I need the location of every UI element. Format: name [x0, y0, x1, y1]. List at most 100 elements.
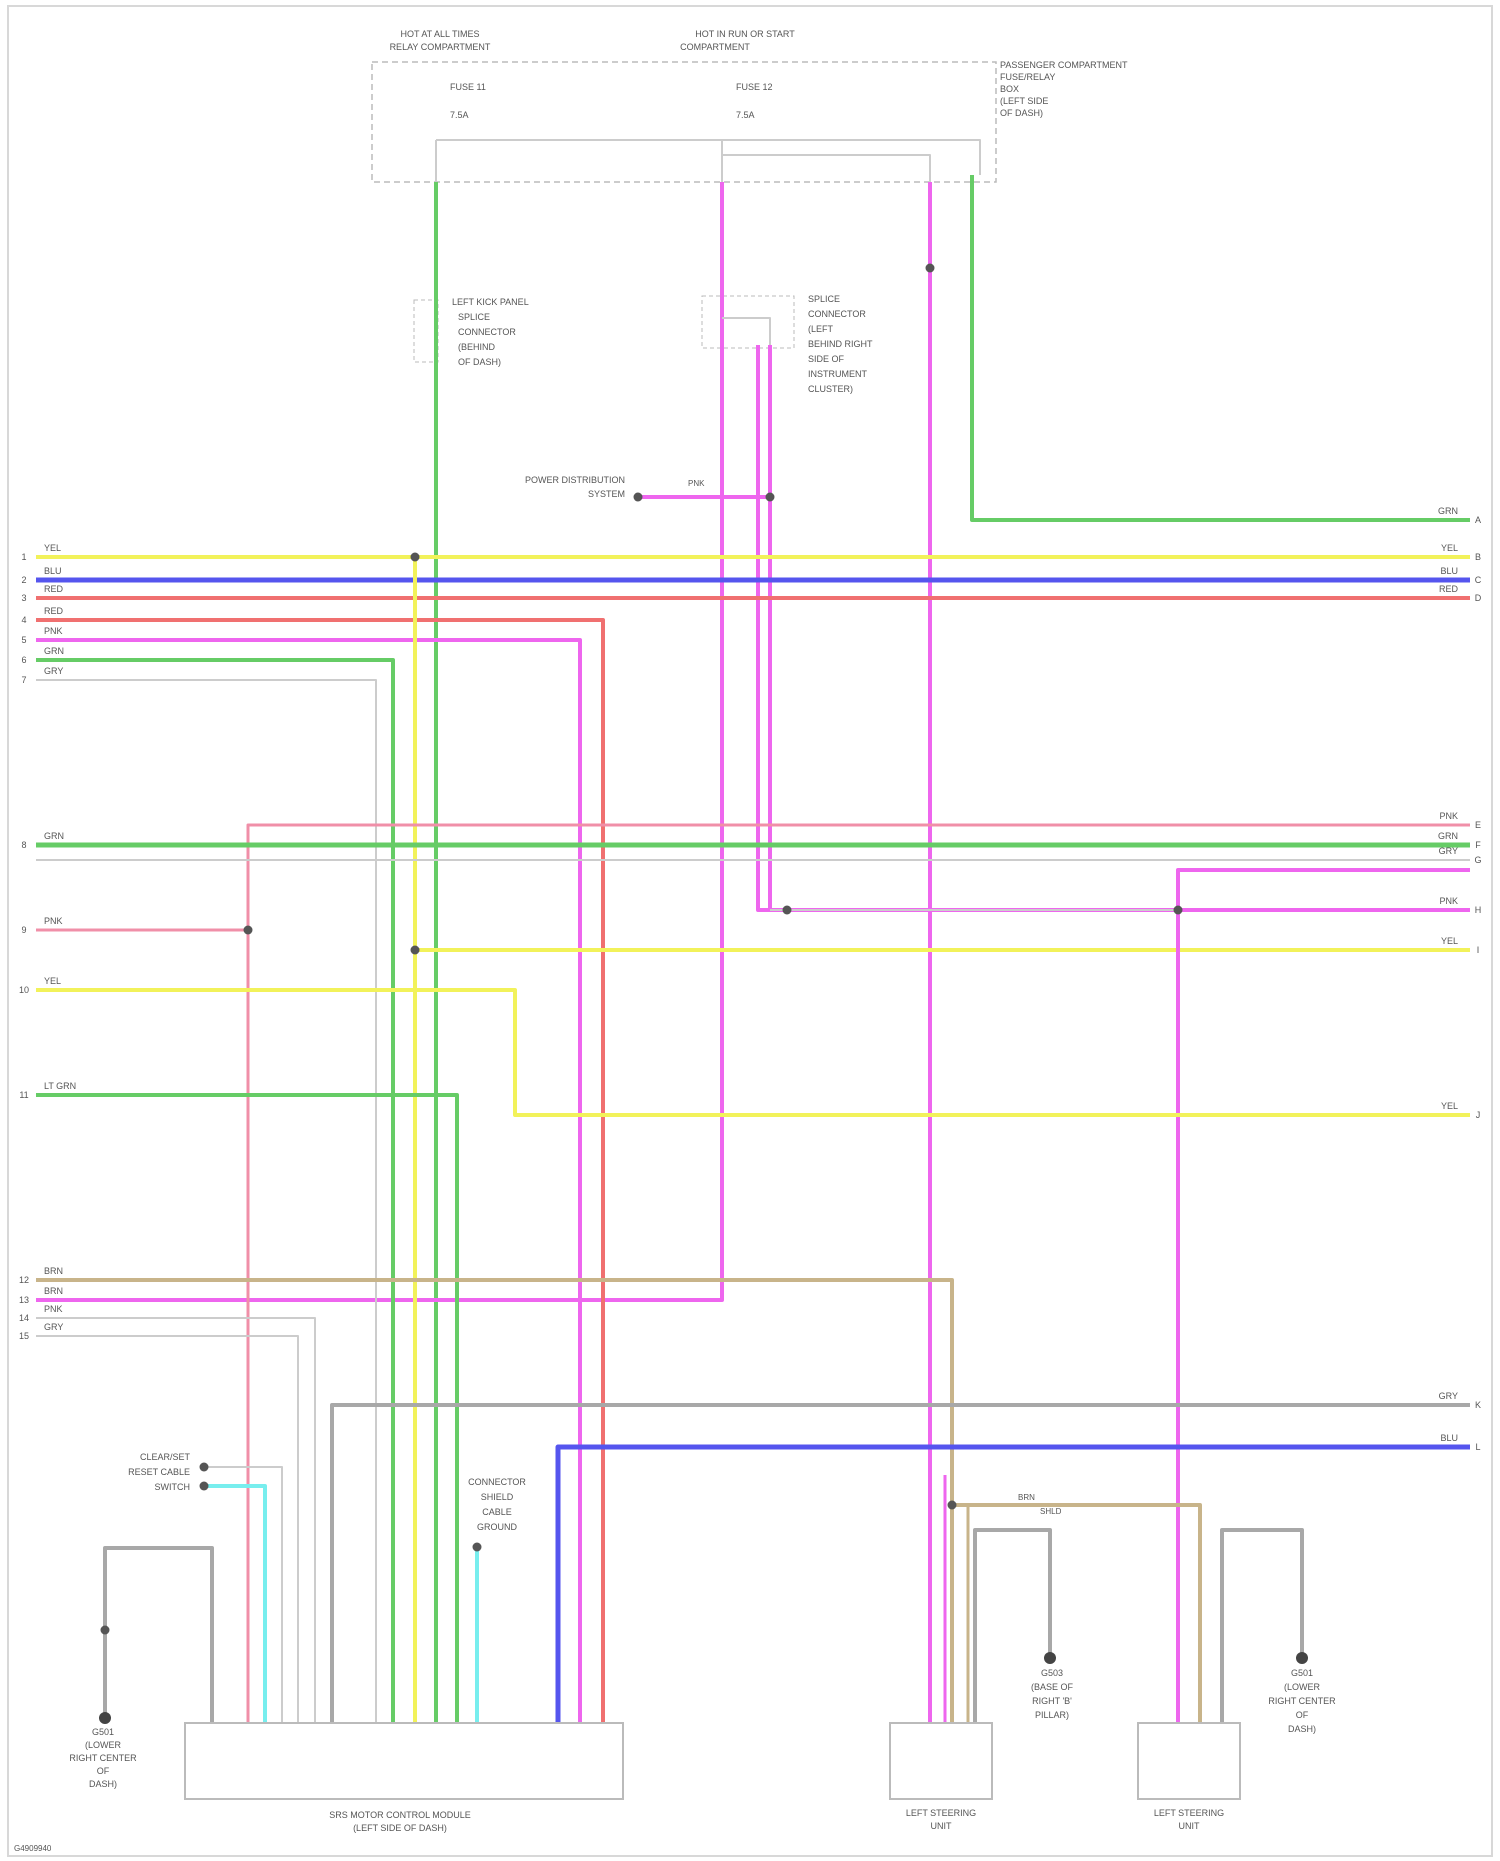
left-pin-number: 5: [21, 635, 26, 645]
right-pin-wire-color: PNK: [1439, 811, 1458, 821]
left-pin-labels: 1YEL2BLU3RED4RED5PNK6GRN7GRY8GRN9PNK10YE…: [19, 543, 76, 1341]
left-pin-number: 15: [19, 1331, 29, 1341]
ground-3-label-line: OF: [1296, 1710, 1309, 1720]
diagram-id: G4909940: [14, 1844, 52, 1853]
fuse-block-right-title: HOT IN RUN OR START: [695, 29, 795, 39]
left-pin-wire-color: RED: [44, 606, 64, 616]
switch-input-label-line: RESET CABLE: [128, 1467, 190, 1477]
shield-ground-label-line: CABLE: [482, 1507, 512, 1517]
magenta-drop-wire: [36, 640, 580, 1722]
left-splice-label-line: OF DASH): [458, 357, 501, 367]
pink-loop-wire: [248, 825, 1470, 1722]
left-pin-wire-color: GRN: [44, 646, 64, 656]
fuse-left-rating: 7.5A: [450, 110, 469, 120]
ignition-label-line: SYSTEM: [588, 489, 625, 499]
right-pin-letter: I: [1477, 945, 1480, 955]
gray-lower-wire: [36, 1318, 315, 1722]
left-pin-wire-color: GRN: [44, 831, 64, 841]
right-pin-letter: H: [1475, 905, 1482, 915]
ground-3-label-line: G501: [1291, 1668, 1313, 1678]
left-pin-wire-color: PNK: [44, 626, 63, 636]
magenta-main-riser: [36, 182, 722, 1300]
right-pin-wire-color: GRY: [1439, 1391, 1458, 1401]
fuse-box-label-line: FUSE/RELAY: [1000, 72, 1055, 82]
left-ground-label: G501 (LOWER RIGHT CENTER OF DASH): [69, 1727, 137, 1789]
right-steering-unit-label-line: UNIT: [1179, 1821, 1200, 1831]
right-splice-label-line: CONNECTOR: [808, 309, 866, 319]
right-splice-label-line: SIDE OF: [808, 354, 845, 364]
left-steering-unit-label-line: UNIT: [931, 1821, 952, 1831]
left-pin-number: 8: [21, 840, 26, 850]
right-pin-letter: B: [1475, 552, 1481, 562]
left-ground-label-line: DASH): [89, 1779, 117, 1789]
right-pin-wire-color: RED: [1439, 584, 1459, 594]
tan-unit-wire: [952, 1505, 1200, 1722]
switch-wire: [204, 1467, 282, 1722]
left-pin-wire-color: BLU: [44, 566, 62, 576]
left-pin-wire-color: PNK: [44, 1304, 63, 1314]
left-pin-number: 14: [19, 1313, 29, 1323]
fuse-block-outline: [372, 62, 996, 182]
ground-3-label-line: RIGHT CENTER: [1268, 1696, 1336, 1706]
splice-dot: [411, 946, 420, 955]
fuse-block-left-title: HOT AT ALL TIMES: [400, 29, 479, 39]
left-pin-wire-color: GRY: [44, 1322, 63, 1332]
left-ground-label-line: OF: [97, 1766, 110, 1776]
splice-dot: [473, 1543, 482, 1552]
splice-dot: [1174, 906, 1183, 915]
left-ground-label-line: (LOWER: [85, 1740, 122, 1750]
ground-symbol: [1296, 1652, 1308, 1664]
splice-dot: [101, 1626, 110, 1635]
fuse-box-label-line: PASSENGER COMPARTMENT: [1000, 60, 1128, 70]
shield-ground-label: CONNECTOR SHIELD CABLE GROUND: [468, 1477, 526, 1532]
shield-wire-label: SHLD: [1040, 1507, 1062, 1516]
left-pin-wire-color: GRY: [44, 666, 63, 676]
left-pin-number: 4: [21, 615, 26, 625]
green-feed-wire-a: [972, 175, 1470, 520]
gray-ground-2-wire: [975, 1530, 1050, 1722]
ground-2-label-line: RIGHT 'B': [1032, 1696, 1072, 1706]
left-pin-number: 7: [21, 675, 26, 685]
fuse-box-label-line: (LEFT SIDE: [1000, 96, 1048, 106]
right-pin-letter: F: [1475, 840, 1481, 850]
right-pin-letter: G: [1474, 855, 1481, 865]
splice-dot: [783, 906, 792, 915]
switch-input-label-line: CLEAR/SET: [140, 1452, 191, 1462]
fuse-bus-wire: [436, 140, 980, 175]
right-steering-unit-label-line: LEFT STEERING: [1154, 1808, 1224, 1818]
right-pin-wire-color: BLU: [1440, 1433, 1458, 1443]
left-splice-label-line: LEFT KICK PANEL: [452, 297, 529, 307]
right-pin-letter: K: [1475, 1400, 1481, 1410]
left-ground-label-line: RIGHT CENTER: [69, 1753, 137, 1763]
right-splice-label-line: CLUSTER): [808, 384, 853, 394]
fuse-right-rating: 7.5A: [736, 110, 755, 120]
ignition-label-line: POWER DISTRIBUTION: [525, 475, 625, 485]
left-steering-unit-body: [890, 1723, 992, 1799]
ignition-wire-label: PNK: [688, 479, 705, 488]
left-splice-label-line: SPLICE: [458, 312, 490, 322]
fuse-box-label: PASSENGER COMPARTMENT FUSE/RELAY BOX (LE…: [1000, 60, 1128, 118]
control-module-body: [185, 1723, 623, 1799]
right-pin-wire-color: PNK: [1439, 896, 1458, 906]
left-splice-label-line: CONNECTOR: [458, 327, 516, 337]
left-pin-number: 2: [21, 575, 26, 585]
left-pin-number: 1: [21, 552, 26, 562]
right-steering-unit-body: [1138, 1723, 1240, 1799]
right-pin-wire-color: BLU: [1440, 566, 1458, 576]
right-pin-wire-color: YEL: [1441, 543, 1458, 553]
switch-input-label: CLEAR/SET RESET CABLE SWITCH: [128, 1452, 190, 1492]
left-pin-wire-color: YEL: [44, 543, 61, 553]
ground-3-label-line: (LOWER: [1284, 1682, 1321, 1692]
splice-dot: [200, 1482, 209, 1491]
left-pin-number: 6: [21, 655, 26, 665]
blue-lower-wire: [558, 1447, 1470, 1722]
right-pin-letter: A: [1475, 515, 1481, 525]
left-pin-wire-color: BRN: [44, 1286, 63, 1296]
left-pin-wire-color: BRN: [44, 1266, 63, 1276]
right-splice-label-line: INSTRUMENT: [808, 369, 867, 379]
gray-ground-3-wire: [1222, 1530, 1302, 1722]
splice-bridge-wire: [722, 318, 770, 345]
right-pin-letter: J: [1476, 1110, 1481, 1120]
splice-dot: [766, 493, 775, 502]
